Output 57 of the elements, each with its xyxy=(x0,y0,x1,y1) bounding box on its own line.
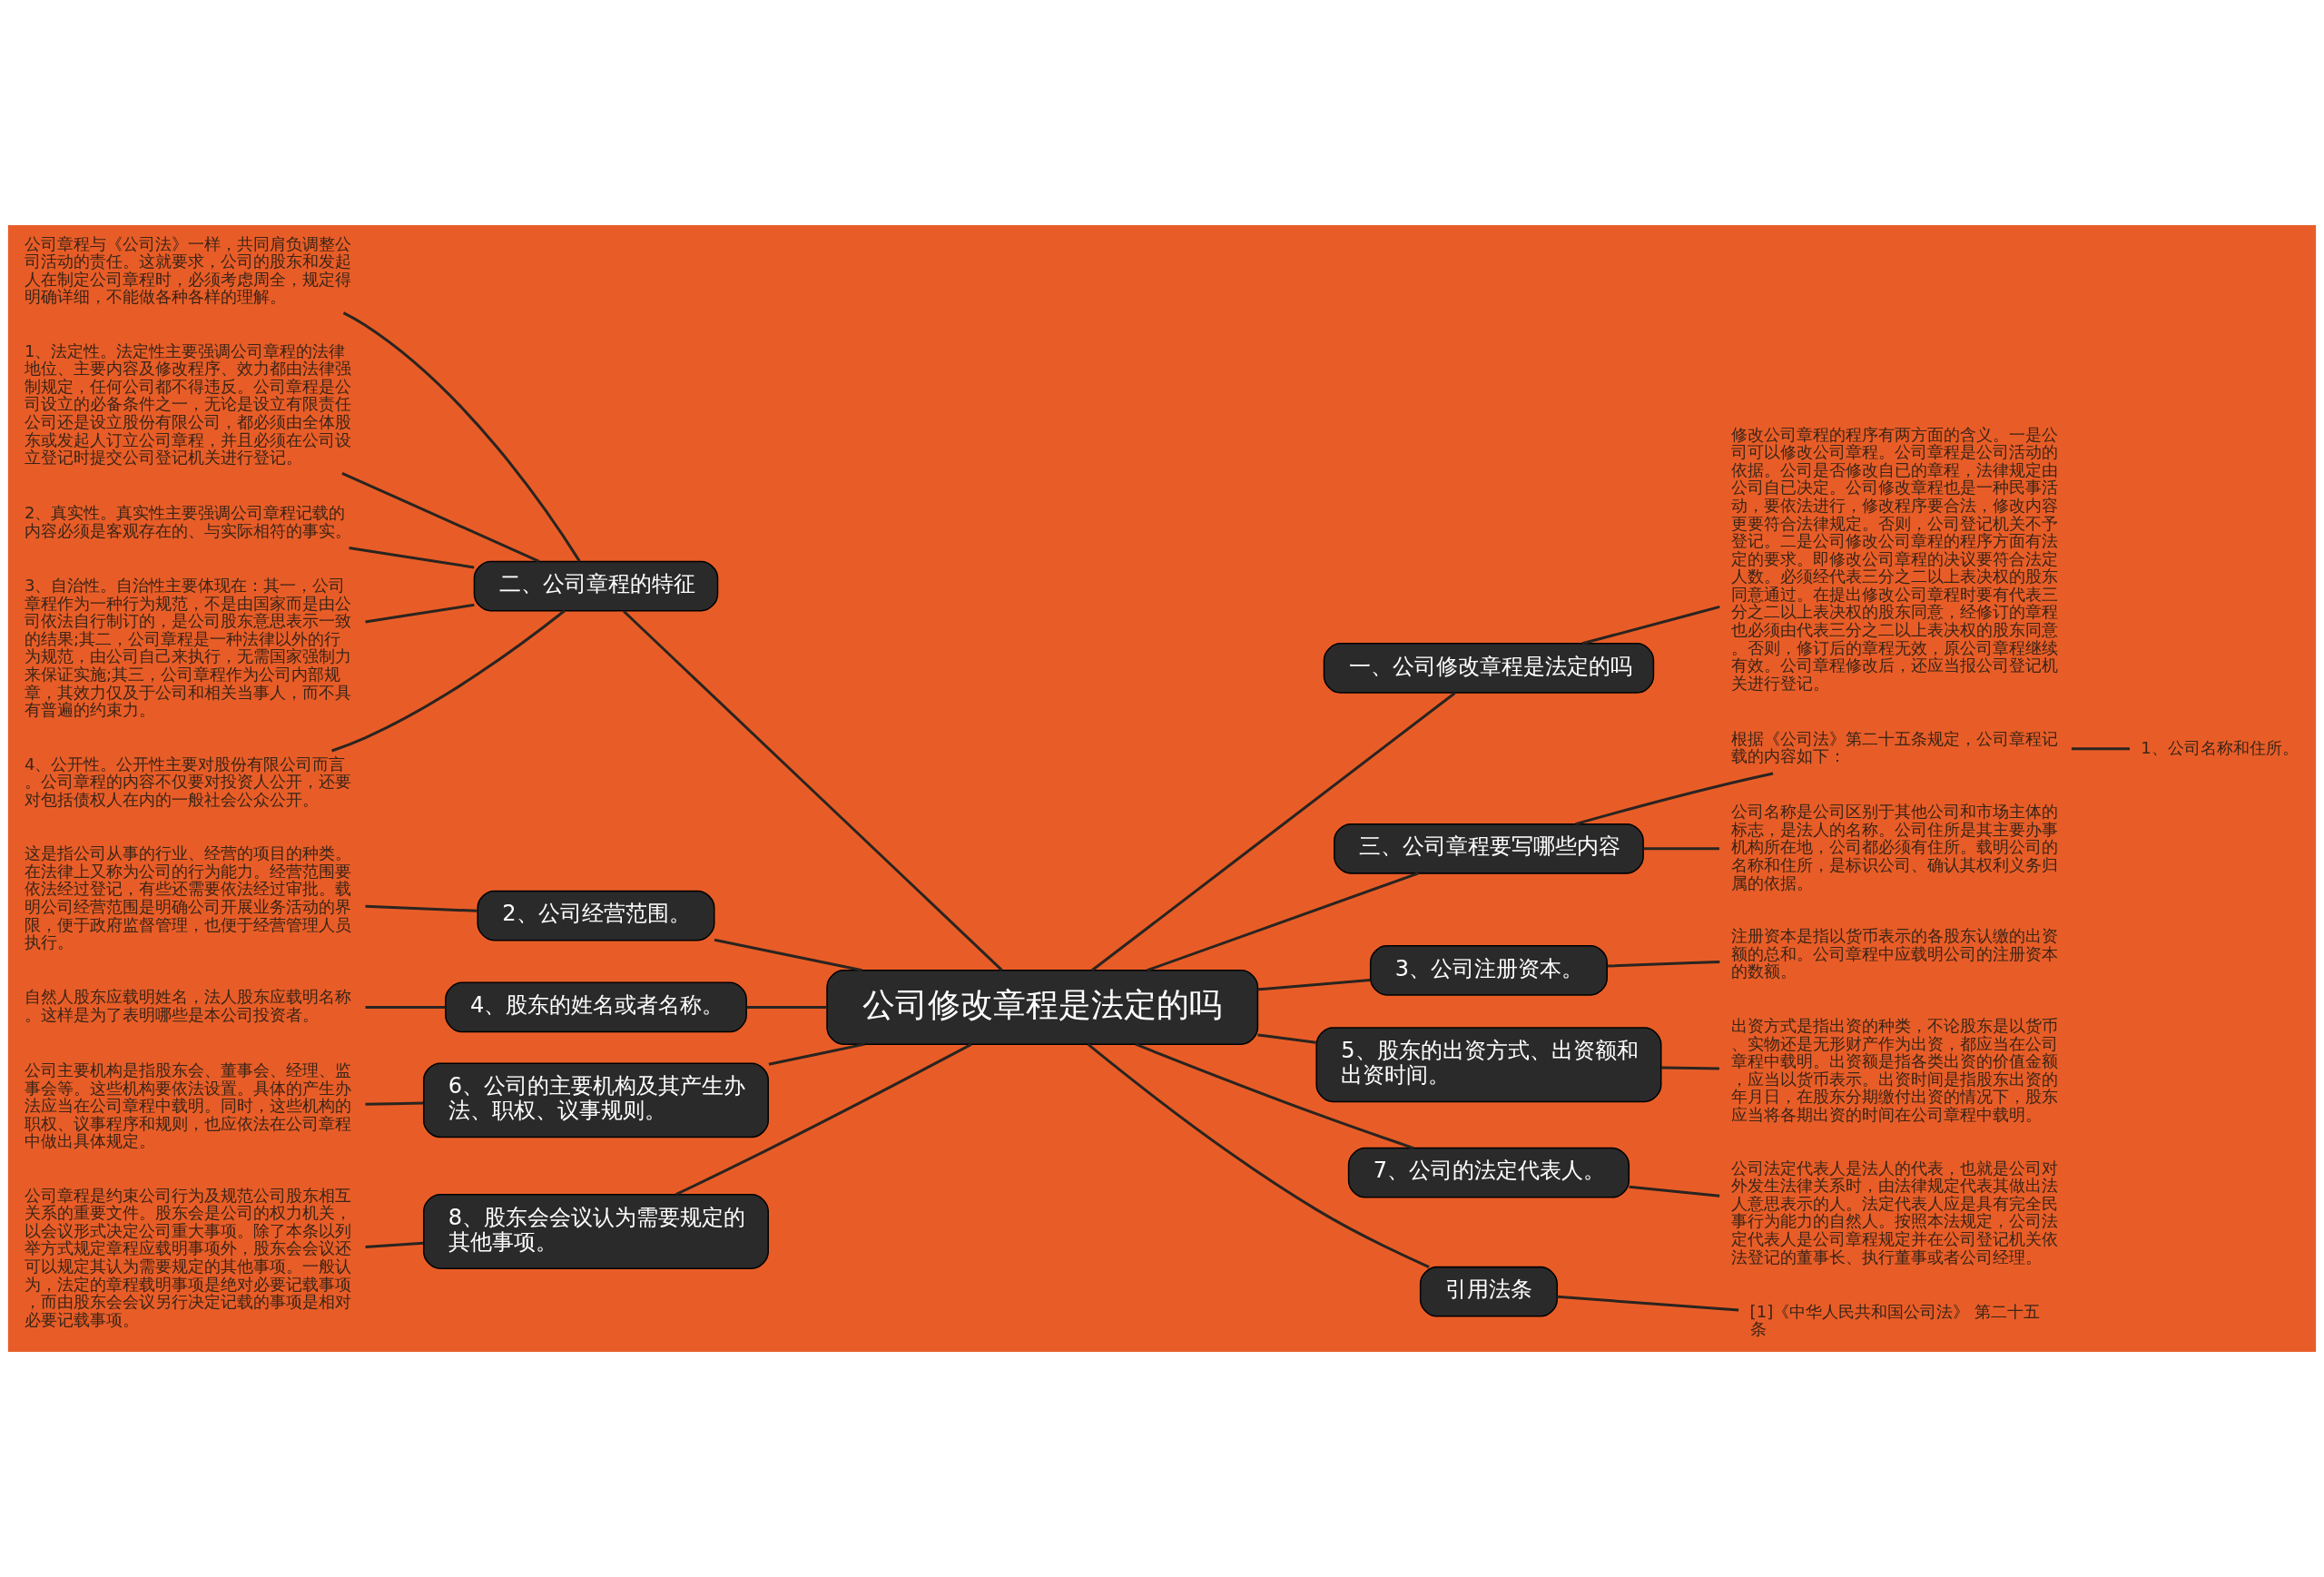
node-text: 公司章程是约束公司行为及规范公司股东相互关系的重要文件。股东会是公司的权力机关，以会议形式决定公司重大事项。除了本条以列举方式规定章程应载明事项外，股东会会议还可以规定其认为需要规定的其他事项。一般认为，法定的章程载明事项是绝对必要记载事项，而由股东会会议另行决定记载的事项是相对必要记载事项。 xyxy=(24,1185,351,1329)
connector xyxy=(365,1005,446,1009)
connector xyxy=(341,472,540,563)
connector xyxy=(714,938,862,972)
node-text: 2、真实性。真实性主要强调公司章程记载的内容必须是客观存在的、与实际相符的事实。 xyxy=(24,503,351,540)
connector xyxy=(1135,1042,1414,1149)
node-text: 3、自治性。自治性主要体现在：其一，公司章程作为一种行为规范，不是由国家而是由公司依法自行制订的，是公司股东意思表示一致的结果;其二，公司章程是一种法律以外的行为规范，由公司自己来执行，无需国家强制力来保证实施;其三，公司章程作为公司内部规章，其效力仅及于公司和相关当事人，而不具有普遍的约束力。 xyxy=(24,576,351,720)
connector xyxy=(349,547,475,569)
node-box: 6、公司的主要机构及其产生办法、职权、议事规则。 xyxy=(422,1062,769,1138)
node-box: 8、股东会会议认为需要规定的其他事项。 xyxy=(422,1194,769,1269)
node-box: 公司修改章程是法定的吗 xyxy=(826,970,1259,1045)
node-box: 7、公司的法定代表人。 xyxy=(1347,1147,1630,1198)
connector xyxy=(1575,772,1774,826)
node-text: 注册资本是指以货币表示的各股东认缴的出资额的总和。公司章程中应载明公司的注册资本的数额。 xyxy=(1730,926,2058,981)
node-box: 二、公司章程的特征 xyxy=(473,560,719,612)
node-text: 公司主要机构是指股东会、董事会、经理、监事会等。这些机构要依法设置。具体的产生办法应当在公司章程中载明。同时，这些机构的职权、议事程序和规则，也应依法在公司章程中做出具体规定。 xyxy=(24,1060,351,1151)
node-text: 出资方式是指出资的种类，不论股东是以货币、实物还是无形财产作为出资，都应当在公司章程中载明。出资额是指各类出资的价值金额，应当以货币表示。出资时间是指股东出资的年月日，在股东分期缴付出资的情况下，股东应当将各期出资的时间在公司章程中载明。 xyxy=(1730,1015,2058,1124)
node-text: 公司法定代表人是法人的代表，也就是公司对外发生法律关系时，由法律规定代表其做出法人意思表示的人。法定代表人应是具有完全民事行为能力的自然人。按照本法规定，公司法定代表人是公司章程规定并在公司登记机关依法登记的董事长、执行董事或者公司经理。 xyxy=(1730,1158,2058,1267)
node-text: [1]《中华人民共和国公司法》 第二十五条 xyxy=(1749,1301,2040,1339)
node-text: 这是指公司从事的行业、经营的项目的种类。在法律上又称为公司的行为能力。经营范围要依法经过登记，有些还需要依法经过审批。载明公司经营范围是明确公司开展业务活动的界限，便于政府监督管理，也便于经营管理人员执行。 xyxy=(24,843,351,952)
connector xyxy=(623,610,1003,971)
node-box: 三、公司章程要写哪些内容 xyxy=(1334,823,1644,874)
connector xyxy=(1661,1066,1719,1070)
connector xyxy=(1629,1185,1720,1198)
connector xyxy=(1257,979,1371,991)
connector xyxy=(365,603,475,624)
connector xyxy=(1091,692,1456,971)
node-text: 修改公司章程的程序有两方面的含义。一是公司可以修改公司章程。公司章程是公司活动的依据。公司是否修改自已的章程，法律规定由公司自已决定。公司修改章程也是一种民事活动，要依法进行，修改程序要合法，修改内容更要符合法律规定。否则，公司登记机关不予登记。二是公司修改公司章程的程序方面有法定的要求。即修改公司章程的决议要符合法定人数。必须经代表三分之二以上表决权的股东同意通过。在提出修改公司章程时要有代表三分之二以上表决权的股东同意，经修订的章程也必须由代表三分之二以上表决权的股东同意。否则，修订后的章程无效，原公司章程继续有效。公司章程修改后，还应当报公司登记机关进行登记。 xyxy=(1730,424,2058,693)
node-box: 4、股东的姓名或者名称。 xyxy=(445,981,747,1033)
connector xyxy=(1087,1043,1430,1268)
node-text: 自然人股东应载明姓名，法人股东应载明名称。这样是为了表明哪些是本公司投资者。 xyxy=(24,987,351,1024)
connector xyxy=(2071,747,2130,751)
node-text: 根据《公司法》第二十五条规定，公司章程记载的内容如下： xyxy=(1730,728,2058,766)
node-text: 公司名称是公司区别于其他公司和市场主体的标志，是法人的名称。公司住所是其主要办事机构所在地，公司都必须有住所。载明公司的名称和住所，是标识公司、确认其权利义务归属的依据。 xyxy=(1730,802,2058,892)
connector xyxy=(331,609,566,753)
node-box: 一、公司修改章程是法定的吗 xyxy=(1323,643,1655,694)
connector xyxy=(1147,872,1419,972)
connector xyxy=(675,1043,972,1197)
connector xyxy=(1643,847,1719,851)
connector xyxy=(746,1005,827,1009)
node-text: 1、公司名称和住所。 xyxy=(2141,737,2299,757)
connector xyxy=(365,904,478,912)
node-text: 公司章程与《公司法》一样，共同肩负调整公司活动的责任。这就要求，公司的股东和发起人在制定公司章程时，必须考虑周全，规定得明确详细，不能做各种各样的理解。 xyxy=(24,233,351,307)
connector xyxy=(1557,1295,1739,1312)
connector xyxy=(1581,605,1720,646)
node-box: 引用法条 xyxy=(1419,1266,1558,1317)
connector xyxy=(342,311,581,562)
node-box: 5、股东的出资方式、出资额和出资时间。 xyxy=(1315,1027,1662,1103)
connector xyxy=(768,1042,865,1066)
connector xyxy=(1607,960,1720,968)
node-text: 4、公开性。公开性主要对股份有限公司而言。公司章程的内容不仅要对投资人公开，还要对包括债权人在内的一般社会公众公开。 xyxy=(24,754,351,809)
node-box: 2、公司经营范围。 xyxy=(477,890,715,941)
node-text: 1、法定性。法定性主要强调公司章程的法律地位、主要内容及修改程序、效力都由法律强制规定，任何公司都不得违反。公司章程是公司设立的必备条件之一，无论是设立有限责任公司还是设立股份有限公司，都必须由全体股东或发起人订立公司章程，并且必须在公司设立登记时提交公司登记机关进行登记。 xyxy=(24,340,351,468)
connector xyxy=(1257,1033,1316,1044)
node-box: 3、公司注册资本。 xyxy=(1369,944,1608,996)
connector xyxy=(365,1241,424,1249)
connector xyxy=(365,1101,424,1106)
